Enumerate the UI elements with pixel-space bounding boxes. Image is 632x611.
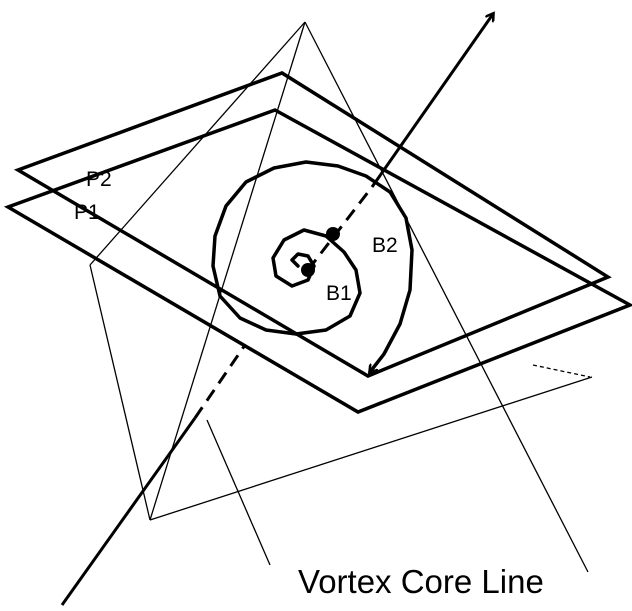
vortex-core-line (60, 14, 493, 606)
pyramid-base-left (89, 264, 151, 521)
plane-p1 (3, 108, 632, 414)
caption-vortex-core-line: Vortex Core Line (298, 563, 544, 600)
core-line-lower (60, 417, 197, 606)
pyramid-base-front (149, 376, 593, 521)
vortex-spiral (211, 160, 414, 372)
pyramid-edge-front (149, 21, 306, 521)
label-p1: P1 (74, 201, 100, 224)
core-line-dashed-upper (306, 186, 374, 271)
pyramid (89, 21, 593, 573)
hidden-edge-dashed (532, 364, 591, 378)
pyramid-inner-line (206, 419, 271, 566)
plane-p2 (13, 71, 612, 378)
point-b1 (301, 263, 315, 277)
core-line-upper (370, 14, 493, 188)
label-p2: P2 (86, 168, 112, 191)
pyramid-edge-right (304, 21, 589, 573)
label-b1: B1 (326, 282, 352, 305)
core-line-dashed-lower (193, 344, 247, 419)
point-b2 (326, 227, 340, 241)
label-b2: B2 (372, 234, 398, 257)
pyramid-edge-left (89, 21, 306, 266)
